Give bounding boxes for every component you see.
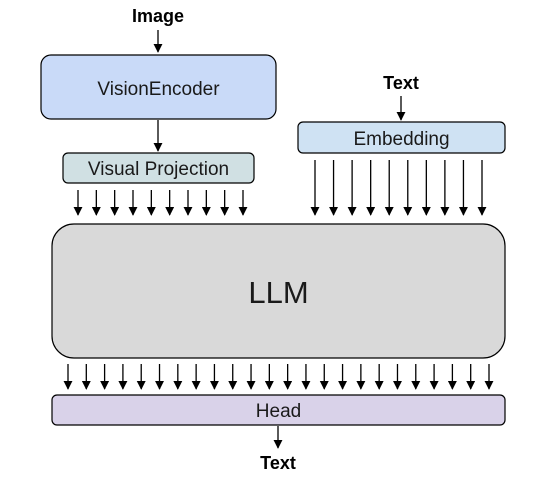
embedding-label: Embedding bbox=[353, 129, 449, 150]
text-output-label: Text bbox=[260, 453, 296, 473]
embedding-block: Embedding bbox=[297, 121, 506, 154]
head-block: Head bbox=[51, 394, 506, 426]
llm-block: LLM bbox=[51, 223, 506, 359]
vision-encoder-label: VisionEncoder bbox=[97, 79, 220, 100]
vision-encoder-block: VisionEncoder bbox=[40, 54, 277, 120]
llm-label: LLM bbox=[248, 275, 308, 310]
embedding-to-llm-arrows bbox=[310, 160, 487, 216]
visual-projection-block: Visual Projection bbox=[62, 152, 255, 184]
head-label: Head bbox=[256, 401, 301, 422]
image-input-label: Image bbox=[132, 6, 184, 26]
projection-to-llm-arrows bbox=[73, 190, 248, 216]
visual-projection-label: Visual Projection bbox=[88, 159, 229, 180]
llm-to-head-arrows bbox=[63, 364, 494, 390]
text-input-label: Text bbox=[383, 73, 419, 93]
